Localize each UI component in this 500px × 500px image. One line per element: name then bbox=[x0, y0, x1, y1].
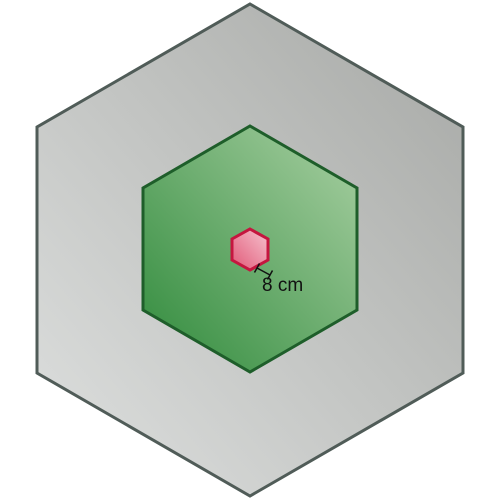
inner-hexagon bbox=[230, 227, 270, 272]
dimension-marker bbox=[253, 263, 274, 280]
dimension-label: 8 cm bbox=[262, 275, 303, 296]
